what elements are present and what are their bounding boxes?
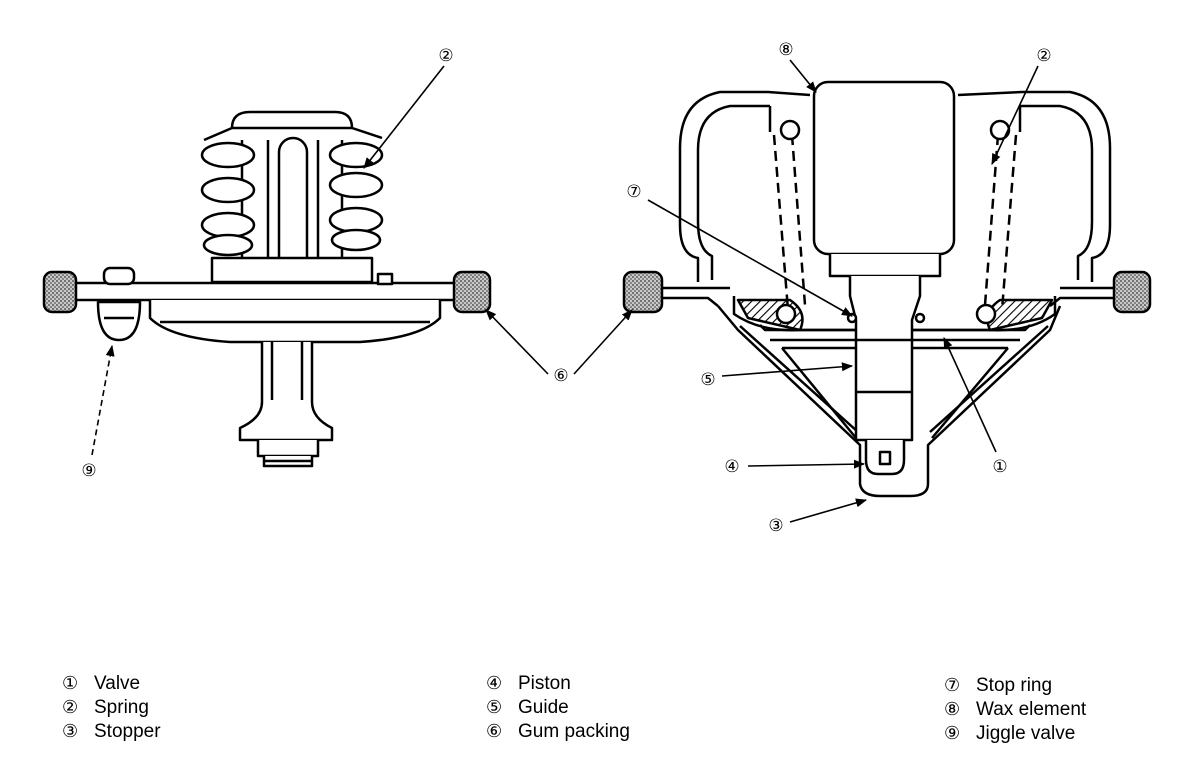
leader-2-left — [363, 65, 445, 169]
leader-6-left — [485, 309, 549, 375]
callout-8: ⑧ — [778, 40, 793, 60]
callout-2-right: ② — [1036, 46, 1051, 66]
callout-4: ④ — [724, 457, 739, 477]
spring-coils-left — [200, 141, 256, 257]
legend-item-stop-ring: ⑦ Stop ring — [944, 674, 1086, 698]
leader-6-right — [573, 309, 633, 375]
gum-packing-left-a — [42, 270, 78, 314]
legend-number: ⑦ — [944, 675, 961, 696]
legend-column-2: ④ Piston ⑤ Guide ⑥ Gum packing — [486, 672, 630, 744]
legend-number: ⑨ — [944, 723, 961, 744]
legend-label: Stop ring — [976, 675, 1053, 696]
spring-coils-right — [328, 141, 384, 252]
legend-number: ⑧ — [944, 699, 961, 720]
leader-4 — [747, 459, 866, 469]
jiggle-valve — [96, 266, 142, 342]
legend-item-guide: ⑤ Guide — [486, 696, 630, 720]
legend-label: Guide — [518, 697, 569, 718]
legend-label: Stopper — [94, 721, 161, 742]
leader-8 — [789, 59, 817, 93]
legend-column-3: ⑦ Stop ring ⑧ Wax element ⑨ Jiggle valve — [944, 674, 1086, 746]
legend-number: ⑤ — [486, 697, 503, 718]
legend-item-spring: ② Spring — [62, 696, 161, 720]
callout-1: ① — [992, 457, 1007, 477]
legend-item-piston: ④ Piston — [486, 672, 630, 696]
legend-number: ⑥ — [486, 721, 503, 742]
leader-7 — [647, 199, 853, 317]
callout-7: ⑦ — [626, 182, 641, 202]
legend-number: ④ — [486, 673, 503, 694]
thermostat-side-view — [70, 110, 474, 468]
legend-item-wax-element: ⑧ Wax element — [944, 698, 1086, 722]
legend-number: ① — [62, 673, 79, 694]
callout-5: ⑤ — [700, 370, 715, 390]
leader-lines — [91, 59, 1039, 523]
gum-packing-right-a — [622, 270, 664, 314]
legend-item-gum-packing: ⑥ Gum packing — [486, 720, 630, 744]
leader-3 — [789, 498, 868, 523]
leader-5 — [721, 362, 854, 377]
legend-number: ③ — [62, 721, 79, 742]
legend-number: ② — [62, 697, 79, 718]
thermostat-cross-section — [640, 80, 1150, 498]
legend-item-valve: ① Valve — [62, 672, 161, 696]
legend-label: Piston — [518, 673, 571, 694]
legend-label: Gum packing — [518, 721, 630, 742]
leader-9 — [91, 344, 115, 456]
callout-2-left: ② — [438, 46, 453, 66]
callout-9: ⑨ — [81, 461, 96, 481]
legend-label: Spring — [94, 697, 149, 718]
legend-label: Valve — [94, 673, 141, 694]
legend-item-stopper: ③ Stopper — [62, 720, 161, 744]
wax-element — [812, 80, 956, 256]
leader-2-right — [991, 65, 1039, 166]
callout-labels: ② ⑧ ② ⑦ ⑥ ⑤ ⑨ ④ ① ③ — [81, 40, 1051, 536]
leader-1 — [943, 336, 997, 453]
gum-packing-left-b — [452, 270, 492, 314]
gum-packing-right-b — [1112, 270, 1152, 314]
legend-label: Wax element — [976, 699, 1087, 720]
callout-6: ⑥ — [553, 366, 568, 386]
legend-item-jiggle-valve: ⑨ Jiggle valve — [944, 722, 1086, 746]
callout-3: ③ — [768, 516, 783, 536]
legend-column-1: ① Valve ② Spring ③ Stopper — [62, 672, 161, 744]
legend-label: Jiggle valve — [976, 723, 1076, 744]
